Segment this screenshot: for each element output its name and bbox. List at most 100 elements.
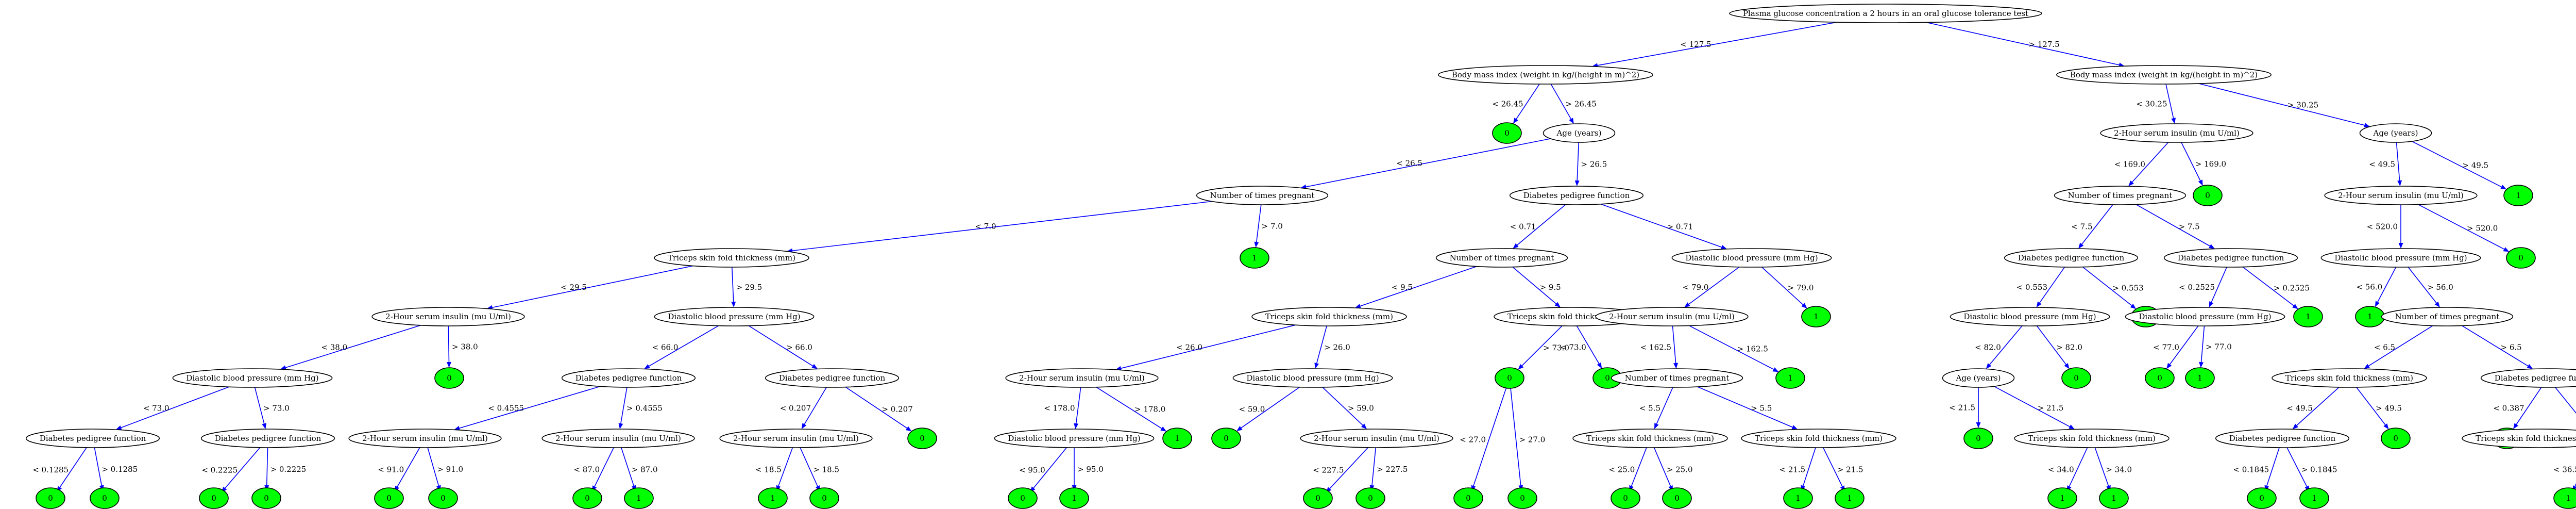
tree-edge: > 9.5 — [1512, 267, 1561, 308]
edge-line — [2198, 83, 2365, 126]
edge-line — [2165, 84, 2174, 119]
tree-edge: < 79.0 — [1683, 267, 1740, 308]
edge-condition-label: > 9.5 — [1539, 283, 1561, 292]
edge-line — [448, 325, 450, 363]
tree-edge: > 0.387 — [2554, 387, 2576, 414]
edge-condition-label: < 0.4555 — [488, 403, 524, 413]
edge-condition-label: < 0.387 — [2493, 403, 2524, 413]
decision-node: Diastolic blood pressure (mm Hg) — [1671, 248, 1832, 268]
edge-line — [225, 447, 261, 489]
tree-edge: > 7.0 — [1254, 204, 1283, 248]
arrowhead-icon — [2209, 244, 2215, 249]
leaf-class-label: 0 — [822, 494, 827, 503]
leaf-node-shape — [1162, 428, 1192, 449]
leaf-node: 0 — [1611, 487, 1640, 509]
leaf-class-label: 0 — [211, 494, 216, 503]
leaf-class-label: 1 — [1252, 253, 1257, 262]
tree-edge: > 127.5 — [1926, 22, 2125, 68]
leaf-node: 0 — [374, 487, 404, 509]
feature-label: Diabetes pedigree function — [779, 373, 886, 383]
edge-line — [594, 447, 614, 487]
edge-condition-label: > 7.0 — [1262, 222, 1283, 231]
tree-edge: < 21.5 — [1779, 447, 1816, 491]
arrowhead-icon — [1160, 426, 1167, 432]
leaf-node-shape — [1611, 487, 1640, 509]
arrowhead-icon — [2500, 185, 2507, 190]
edge-line — [2069, 447, 2088, 487]
leaf-node-shape — [1303, 487, 1333, 509]
arrowhead-icon — [2375, 301, 2380, 307]
edge-condition-label: < 59.0 — [1239, 404, 1265, 414]
edge-condition-label: > 0.71 — [1667, 222, 1693, 231]
edge-condition-label: > 520.0 — [2467, 223, 2498, 233]
leaf-class-label: 1 — [1847, 494, 1852, 503]
feature-label: Plasma glucose concentration a 2 hours i… — [1743, 9, 2028, 18]
edge-line — [285, 325, 421, 368]
feature-label: 2-Hour serum insulin (mu U/ml) — [1019, 373, 1145, 383]
edge-line — [1803, 447, 1816, 486]
tree-edge: > 0.71 — [1600, 204, 1727, 250]
edge-line — [2181, 142, 2201, 181]
leaf-class-label: 0 — [102, 494, 107, 503]
edge-condition-label: > 73.0 — [263, 404, 290, 413]
tree-edge: > 18.5 — [800, 447, 839, 491]
leaf-node: 0 — [1008, 487, 1038, 509]
tree-edge: < 95.0 — [1019, 447, 1067, 492]
edge-line — [2296, 387, 2340, 426]
decision-node: Triceps skin fold thickness (mm) — [2014, 429, 2170, 448]
arrowhead-icon — [1569, 118, 1574, 124]
arrowhead-icon — [1074, 423, 1079, 430]
tree-edge: > 21.5 — [1823, 447, 1863, 492]
leaf-class-label: 1 — [2516, 191, 2521, 200]
feature-label: Diabetes pedigree function — [215, 434, 321, 443]
edge-line — [1516, 84, 1540, 120]
edge-line — [2081, 204, 2113, 244]
feature-label: Diabetes pedigree function — [2229, 434, 2336, 443]
edge-condition-label: < 36.5 — [2553, 465, 2576, 474]
feature-label: Triceps skin fold thickness (mm) — [1265, 312, 1393, 321]
leaf-node-shape — [572, 487, 602, 509]
leaf-class-label: 0 — [2259, 494, 2264, 503]
decision-node: Triceps skin fold thickness (mm) — [1572, 429, 1728, 448]
leaf-node: 1 — [2293, 306, 2323, 327]
leaf-class-label: 0 — [2157, 373, 2162, 383]
leaf-class-label: 0 — [1674, 494, 1680, 503]
edge-line — [1926, 22, 2120, 65]
edge-condition-label: > 162.5 — [1737, 344, 1768, 353]
leaf-class-label: 1 — [636, 494, 641, 503]
decision-node: 2-Hour serum insulin (mu U/ml) — [348, 429, 502, 448]
edge-condition-label: < 66.0 — [652, 343, 679, 352]
tree-edge: > 49.5 — [2356, 387, 2402, 430]
leaf-node-shape — [2503, 185, 2533, 206]
edge-condition-label: > 0.4555 — [626, 403, 663, 413]
edge-line — [427, 447, 439, 486]
feature-label: 2-Hour serum insulin (mu U/ml) — [362, 434, 488, 443]
feature-label: 2-Hour serum insulin (mu U/ml) — [1609, 312, 1735, 321]
decision-node-shape — [1611, 368, 1743, 388]
leaf-node-shape — [1059, 487, 1089, 509]
tree-edge: < 59.0 — [1236, 387, 1300, 432]
edge-condition-label: < 7.0 — [975, 222, 996, 231]
edge-condition-label: > 26.45 — [1566, 100, 1597, 109]
arrowhead-icon — [1721, 244, 1727, 250]
arrowhead-icon — [1518, 364, 1524, 370]
edge-line — [2200, 325, 2205, 363]
leaf-node: 1 — [1835, 487, 1865, 509]
tree-edge: < 0.1285 — [32, 447, 87, 492]
leaf-node: 1 — [1801, 306, 1831, 327]
edge-condition-label: > 27.0 — [1519, 435, 1546, 445]
edge-line — [621, 447, 634, 486]
decision-node-shape — [1435, 248, 1568, 268]
edge-condition-label: > 30.25 — [2287, 101, 2318, 110]
tree-edge: < 66.0 — [644, 325, 719, 369]
leaf-node: 0 — [2061, 367, 2091, 389]
edge-condition-label: < 520.0 — [2367, 222, 2398, 232]
decision-node: Diastolic blood pressure (mm Hg) — [2320, 248, 2481, 268]
leaf-node-shape — [2293, 306, 2323, 327]
edge-line — [2286, 447, 2308, 487]
tree-edge: > 169.0 — [2181, 142, 2226, 186]
arrowhead-icon — [1314, 363, 1319, 369]
arrowhead-icon — [1574, 180, 1580, 187]
leaf-class-label: 0 — [2518, 253, 2523, 262]
edge-condition-label: > 77.0 — [2206, 342, 2232, 352]
